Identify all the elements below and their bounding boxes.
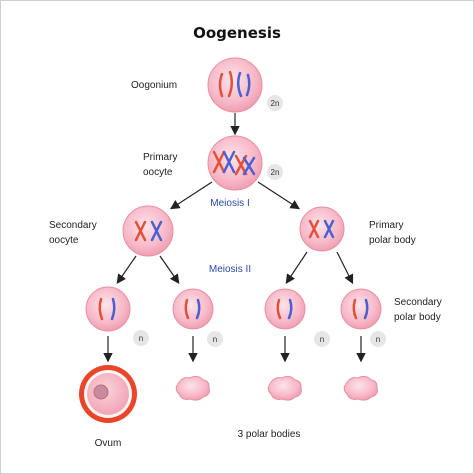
label-primary-oocyte-line1: Primary [143,152,177,163]
chromosome-blue [323,219,335,239]
degenerating-polar-body-3 [343,375,378,401]
chromosome-red [227,70,233,98]
label-polar-bodies: 3 polar bodies [238,429,301,440]
ootid-cell [85,286,131,332]
chromosome-red [276,298,282,320]
ploidy-badge-polar-2: n [314,331,330,347]
svg-text:n: n [320,335,324,344]
label-secondary-oocyte-line1: Secondary [49,220,97,231]
chromosome-blue [195,298,201,320]
chromosome-blue [110,297,116,321]
primary-polar-body-cell [299,206,345,252]
chromosome-red [352,298,358,320]
degenerating-polar-body-1 [175,375,210,401]
chromosome-red [184,298,190,320]
chromosome-red [134,220,147,242]
svg-text:n: n [376,335,380,344]
ploidy-badge-polar-3: n [370,331,386,347]
svg-text:2n: 2n [271,168,280,177]
primary-oocyte-cell [207,135,263,191]
chromosome-blue [222,150,236,174]
degenerating-polar-body-2 [267,375,302,401]
chromosome-blue [245,73,251,97]
oogonium-cell [207,57,263,113]
label-secondary-polar-line2: polar body [394,312,441,323]
polar-body-cell-2 [264,288,306,330]
ploidy-badge-oogonium: 2n [267,95,283,111]
arrow [116,255,137,284]
ploidy-badge-polar-1: n [207,331,223,347]
svg-text:n: n [213,335,217,344]
arrow [169,181,213,210]
ovum-nucleus [93,384,109,400]
label-meiosis-1: Meiosis I [210,198,249,209]
label-meiosis-2: Meiosis II [209,264,251,275]
svg-text:n: n [139,334,143,343]
arrow [285,251,308,284]
polar-body-cell-1 [172,288,214,330]
chromosome-blue [242,156,256,176]
label-secondary-polar-line1: Secondary [394,297,442,308]
label-secondary-oocyte-line2: oocyte [49,235,79,246]
chromosome-red [98,297,104,321]
label-ovum: Ovum [95,438,122,449]
label-primary-oocyte-line2: oocyte [143,167,173,178]
arrow [336,251,354,285]
ovum-cell [79,365,137,423]
chromosome-red [308,219,320,239]
arrow [257,181,301,210]
label-primary-polar-line1: Primary [369,220,403,231]
secondary-oocyte-cell [122,205,174,257]
ploidy-badge-primary-oocyte: 2n [267,164,283,180]
chromosome-blue [150,220,163,242]
polar-body-cell-3 [340,288,382,330]
label-primary-polar-line2: polar body [369,235,416,246]
chromosome-red [212,150,226,174]
chromosome-blue [363,298,369,320]
chromosome-red [218,72,224,98]
label-oogonium: Oogonium [131,80,177,91]
chromosome-blue [287,298,293,320]
svg-text:2n: 2n [271,99,280,108]
arrow [159,255,180,284]
diagram-title: Oogenesis [193,24,281,42]
chromosome-blue [237,71,243,98]
ploidy-badge-ootid: n [133,330,149,346]
